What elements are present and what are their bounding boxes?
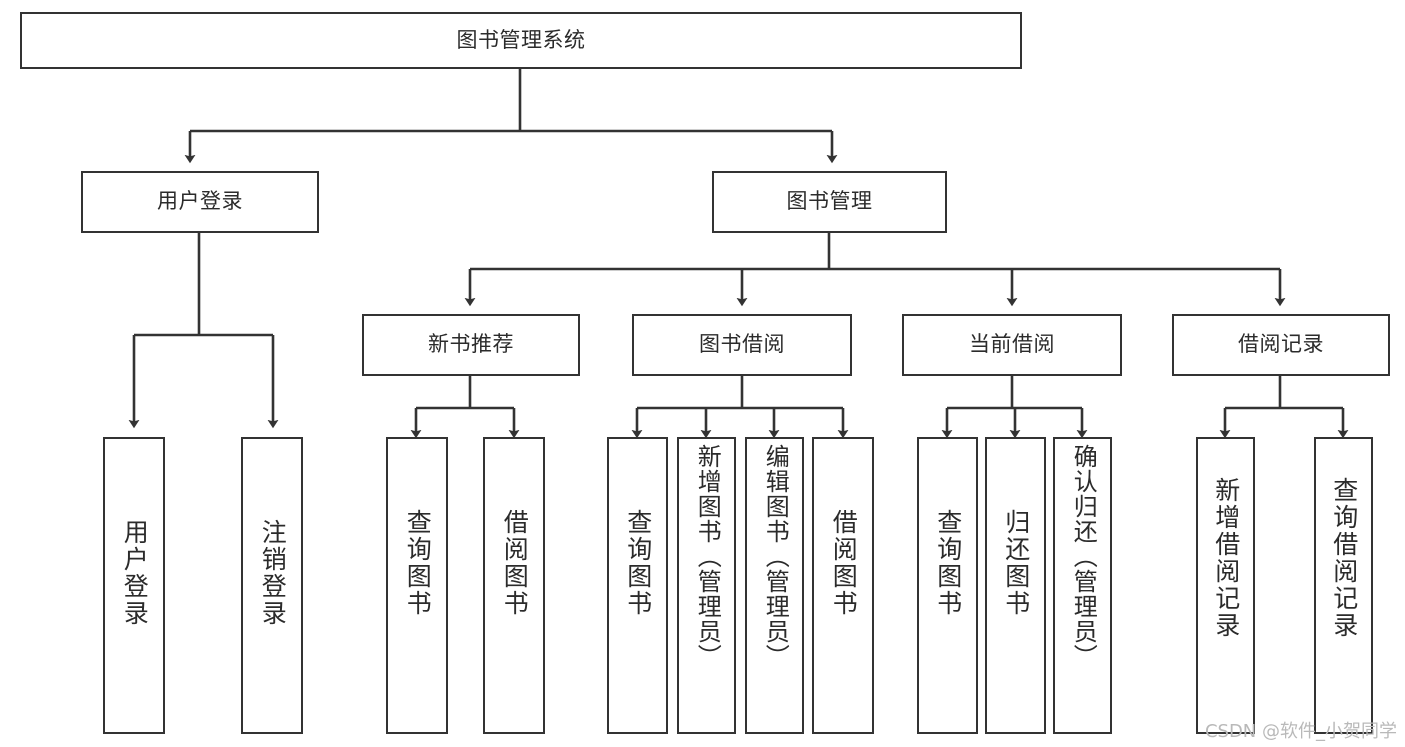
node-leaf-user-login-label: 用户登录 <box>120 519 150 627</box>
node-leaf-return-book[interactable]: 归还图书 <box>985 437 1046 734</box>
node-leaf-query-book-1-label: 查询图书 <box>403 509 433 617</box>
node-leaf-borrow-book-2[interactable]: 借阅图书 <box>812 437 874 734</box>
node-leaf-return-book-label: 归还图书 <box>1001 509 1031 617</box>
node-leaf-add-book[interactable]: 新增图书（管理员） <box>677 437 736 734</box>
node-root-label: 图书管理系统 <box>456 27 586 52</box>
node-leaf-add-record[interactable]: 新增借阅记录 <box>1196 437 1255 734</box>
node-leaf-add-book-label: 新增图书（管理员） <box>693 444 722 669</box>
node-book-manage-label: 图书管理 <box>786 189 873 214</box>
node-leaf-confirm-return-label: 确认归还（管理员） <box>1069 444 1098 669</box>
node-book-borrow[interactable]: 图书借阅 <box>632 314 852 376</box>
node-user-login[interactable]: 用户登录 <box>81 171 319 233</box>
node-leaf-query-book-3[interactable]: 查询图书 <box>917 437 978 734</box>
node-book-manage[interactable]: 图书管理 <box>712 171 947 233</box>
node-leaf-user-login[interactable]: 用户登录 <box>103 437 165 734</box>
node-root[interactable]: 图书管理系统 <box>20 12 1022 69</box>
node-new-book-recommend-label: 新书推荐 <box>428 332 514 357</box>
node-leaf-query-book-3-label: 查询图书 <box>933 509 963 617</box>
watermark-text: CSDN @软件_小贺同学 <box>1204 721 1397 742</box>
node-leaf-borrow-book-1-label: 借阅图书 <box>500 509 530 617</box>
node-leaf-add-record-label: 新增借阅记录 <box>1211 477 1241 639</box>
node-leaf-user-logout-label: 注销登录 <box>258 519 288 627</box>
node-leaf-query-record-label: 查询借阅记录 <box>1329 477 1359 639</box>
node-leaf-query-book-2-label: 查询图书 <box>623 509 653 617</box>
node-book-borrow-label: 图书借阅 <box>699 332 785 357</box>
node-leaf-query-book-1[interactable]: 查询图书 <box>386 437 448 734</box>
node-user-login-label: 用户登录 <box>157 189 243 214</box>
node-leaf-edit-book-label: 编辑图书（管理员） <box>761 444 790 669</box>
node-leaf-query-record[interactable]: 查询借阅记录 <box>1314 437 1373 734</box>
node-borrow-record[interactable]: 借阅记录 <box>1172 314 1390 376</box>
node-leaf-confirm-return[interactable]: 确认归还（管理员） <box>1053 437 1112 734</box>
node-leaf-user-logout[interactable]: 注销登录 <box>241 437 303 734</box>
node-current-borrow[interactable]: 当前借阅 <box>902 314 1122 376</box>
node-leaf-edit-book[interactable]: 编辑图书（管理员） <box>745 437 804 734</box>
node-borrow-record-label: 借阅记录 <box>1238 332 1324 357</box>
node-leaf-query-book-2[interactable]: 查询图书 <box>607 437 668 734</box>
node-current-borrow-label: 当前借阅 <box>969 332 1055 357</box>
node-leaf-borrow-book-1[interactable]: 借阅图书 <box>483 437 545 734</box>
node-new-book-recommend[interactable]: 新书推荐 <box>362 314 580 376</box>
node-leaf-borrow-book-2-label: 借阅图书 <box>829 509 859 617</box>
